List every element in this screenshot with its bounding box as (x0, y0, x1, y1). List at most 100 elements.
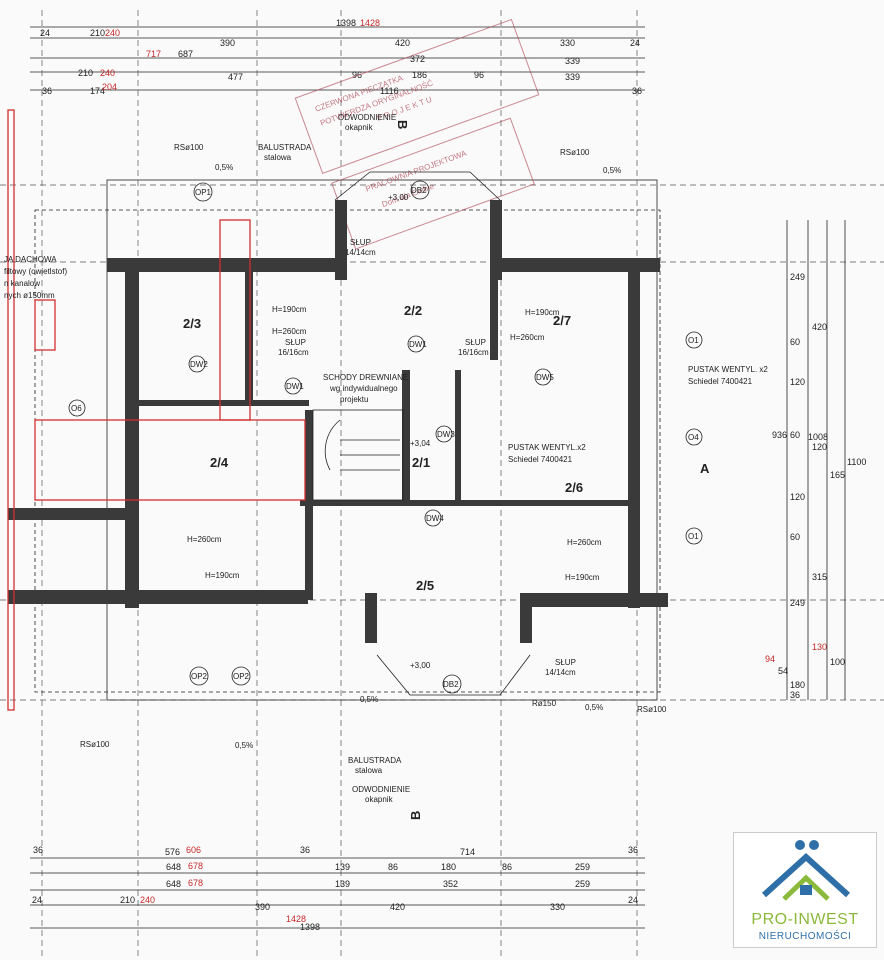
tag-dw5: DW5 (534, 368, 554, 386)
dim-bot-total-red: 1428 (286, 914, 306, 924)
label-slup-a: SŁUP (285, 338, 306, 347)
bottom-dimension-lines (30, 857, 645, 929)
label-rs-3: RSø100 (80, 740, 110, 749)
dim-bot-r1-d: 714 (460, 847, 475, 857)
label-slope-3: 0,5% (235, 741, 253, 750)
dim-bot-r1-red: 606 (186, 845, 201, 855)
label-odw-top-2: okapnik (345, 123, 374, 132)
dim-bot-r2-a: 648 (166, 862, 181, 872)
dim-bot-r1-c: 36 (300, 845, 310, 855)
label-dach-2: filtowy (owietlstof) (4, 267, 67, 276)
dim-bot-r3-red: 678 (188, 878, 203, 888)
firm-stamp: PRACOWNIA PROJEKTOWA Dom dla Ciebie (331, 117, 535, 250)
tag-op2-b: OP2 (231, 666, 251, 686)
label-slup-b-dim: 16/16cm (458, 348, 489, 357)
svg-text:O1: O1 (688, 336, 699, 345)
dim-top-r3-d: 186 (412, 70, 427, 80)
dim-top-r4-d: 36 (632, 86, 642, 96)
dim-top-r1-d: 420 (395, 38, 410, 48)
logo-sub-text: NIERUCHOMOŚCI (758, 931, 852, 942)
label-slope-2: 0,5% (603, 166, 621, 175)
tag-op2-a: OP2 (189, 666, 209, 686)
label-rs-5: Rø150 (532, 699, 557, 708)
label-balustrada-top-2: stalowa (264, 153, 292, 162)
tag-db2-bottom: DB2 (442, 674, 462, 694)
svg-text:DW2: DW2 (190, 360, 208, 369)
label-slup-a-dim: 16/16cm (278, 348, 309, 357)
dim-bot-r4-b: 210 (120, 895, 135, 905)
dim-top-r2-b: 687 (178, 49, 193, 59)
axis-b-bottom-label: B (408, 811, 423, 820)
tag-dw2: DW2 (188, 355, 208, 373)
label-balustrada-top: BALUSTRADA (258, 143, 312, 152)
dim-right-k: 36 (790, 690, 800, 700)
red-duct-overlay (7, 109, 306, 711)
svg-text:O1: O1 (688, 532, 699, 541)
label-dach-1: JA DACHOWA (4, 255, 57, 264)
dim-bot-r3-b: 139 (335, 879, 350, 889)
svg-text:O4: O4 (688, 433, 699, 442)
label-stairs-3: projektu (340, 395, 368, 404)
label-slope-4: 0,5% (360, 695, 378, 704)
logo-brand-text: PRO-INWEST (751, 911, 859, 928)
label-pustak-1b: Schiedel 7400421 (688, 377, 753, 386)
dim-bot-r4-e: 330 (550, 902, 565, 912)
svg-text:DW1: DW1 (409, 340, 427, 349)
certification-stamp: CZERWONA PIECZĄTKA POTWIERDZA ORYGINALNO… (294, 18, 540, 174)
label-balustrada-bottom-2: stalowa (355, 766, 383, 775)
dim-top-r3-f: 339 (565, 72, 580, 82)
dim-top-r3-red: 240 (100, 68, 115, 78)
label-h260-b: H=260cm (510, 333, 545, 342)
svg-text:DW1: DW1 (286, 382, 304, 391)
label-odw-bottom-2: okapnik (365, 795, 394, 804)
label-h260-a: H=260cm (272, 327, 307, 336)
exterior-walls (8, 200, 668, 643)
dim-top-r4-b: 174 (90, 86, 105, 96)
dim-bot-total: 1398 (300, 922, 320, 932)
dim-top-r3-c: 96 (352, 70, 362, 80)
dim-bot-r4-red: 240 (140, 895, 155, 905)
tag-dw1-b: DW1 (284, 377, 304, 395)
dim-right-j: 180 (790, 680, 805, 690)
svg-text:OP1: OP1 (195, 188, 212, 197)
room-2-3: 2/3 (183, 316, 201, 331)
svg-text:DW4: DW4 (426, 514, 444, 523)
label-stairs-2: wg indywidualnego (329, 384, 398, 393)
dim-right2-e: 130 (812, 642, 827, 652)
dim-bot-r4-f: 24 (628, 895, 638, 905)
label-balustrada-bottom: BALUSTRADA (348, 756, 402, 765)
dim-right-c: 120 (790, 377, 805, 387)
dim-right2-d: 315 (812, 572, 827, 582)
dim-top-total-red: 1428 (360, 18, 380, 28)
label-pustak-2: PUSTAK WENTYL.x2 (508, 443, 586, 452)
dim-right-b: 60 (790, 337, 800, 347)
tag-o6: O6 (68, 399, 86, 417)
label-odw-bottom: ODWODNIENIE (352, 785, 410, 794)
label-slope-5: 0,5% (585, 703, 603, 712)
dim-right2-c: 165 (830, 470, 845, 480)
dim-top-r4-red: 204 (102, 82, 117, 92)
label-h260-d: H=260cm (567, 538, 602, 547)
dim-right-g: 249 (790, 598, 805, 608)
dim-bot-r4-c: 390 (255, 902, 270, 912)
label-h190-c: H=190cm (205, 571, 240, 580)
label-h260-c: H=260cm (187, 535, 222, 544)
dim-top-r4-c: 1116 (380, 86, 399, 96)
label-dach-3: n kanalow (4, 279, 40, 288)
room-2-4: 2/4 (210, 455, 229, 470)
dim-bot-r2-e: 86 (502, 862, 512, 872)
dim-bot-r4-d: 420 (390, 902, 405, 912)
label-pustak-1: PUSTAK WENTYL. x2 (688, 365, 768, 374)
svg-text:OP2: OP2 (233, 672, 250, 681)
house-logo-icon (761, 840, 851, 901)
dim-bot-r3-a: 648 (166, 879, 181, 889)
label-rs-4: RSø100 (637, 705, 667, 714)
right-dimension-lines (786, 220, 846, 700)
label-slup-c-dim: 14/14cm (345, 248, 376, 257)
dim-bot-r2-red: 678 (188, 861, 203, 871)
top-dimension-lines (30, 26, 645, 91)
label-slup-d: SŁUP (555, 658, 576, 667)
company-logo: PRO-INWEST NIERUCHOMOŚCI (733, 832, 877, 948)
label-slope-1: 0,5% (215, 163, 233, 172)
